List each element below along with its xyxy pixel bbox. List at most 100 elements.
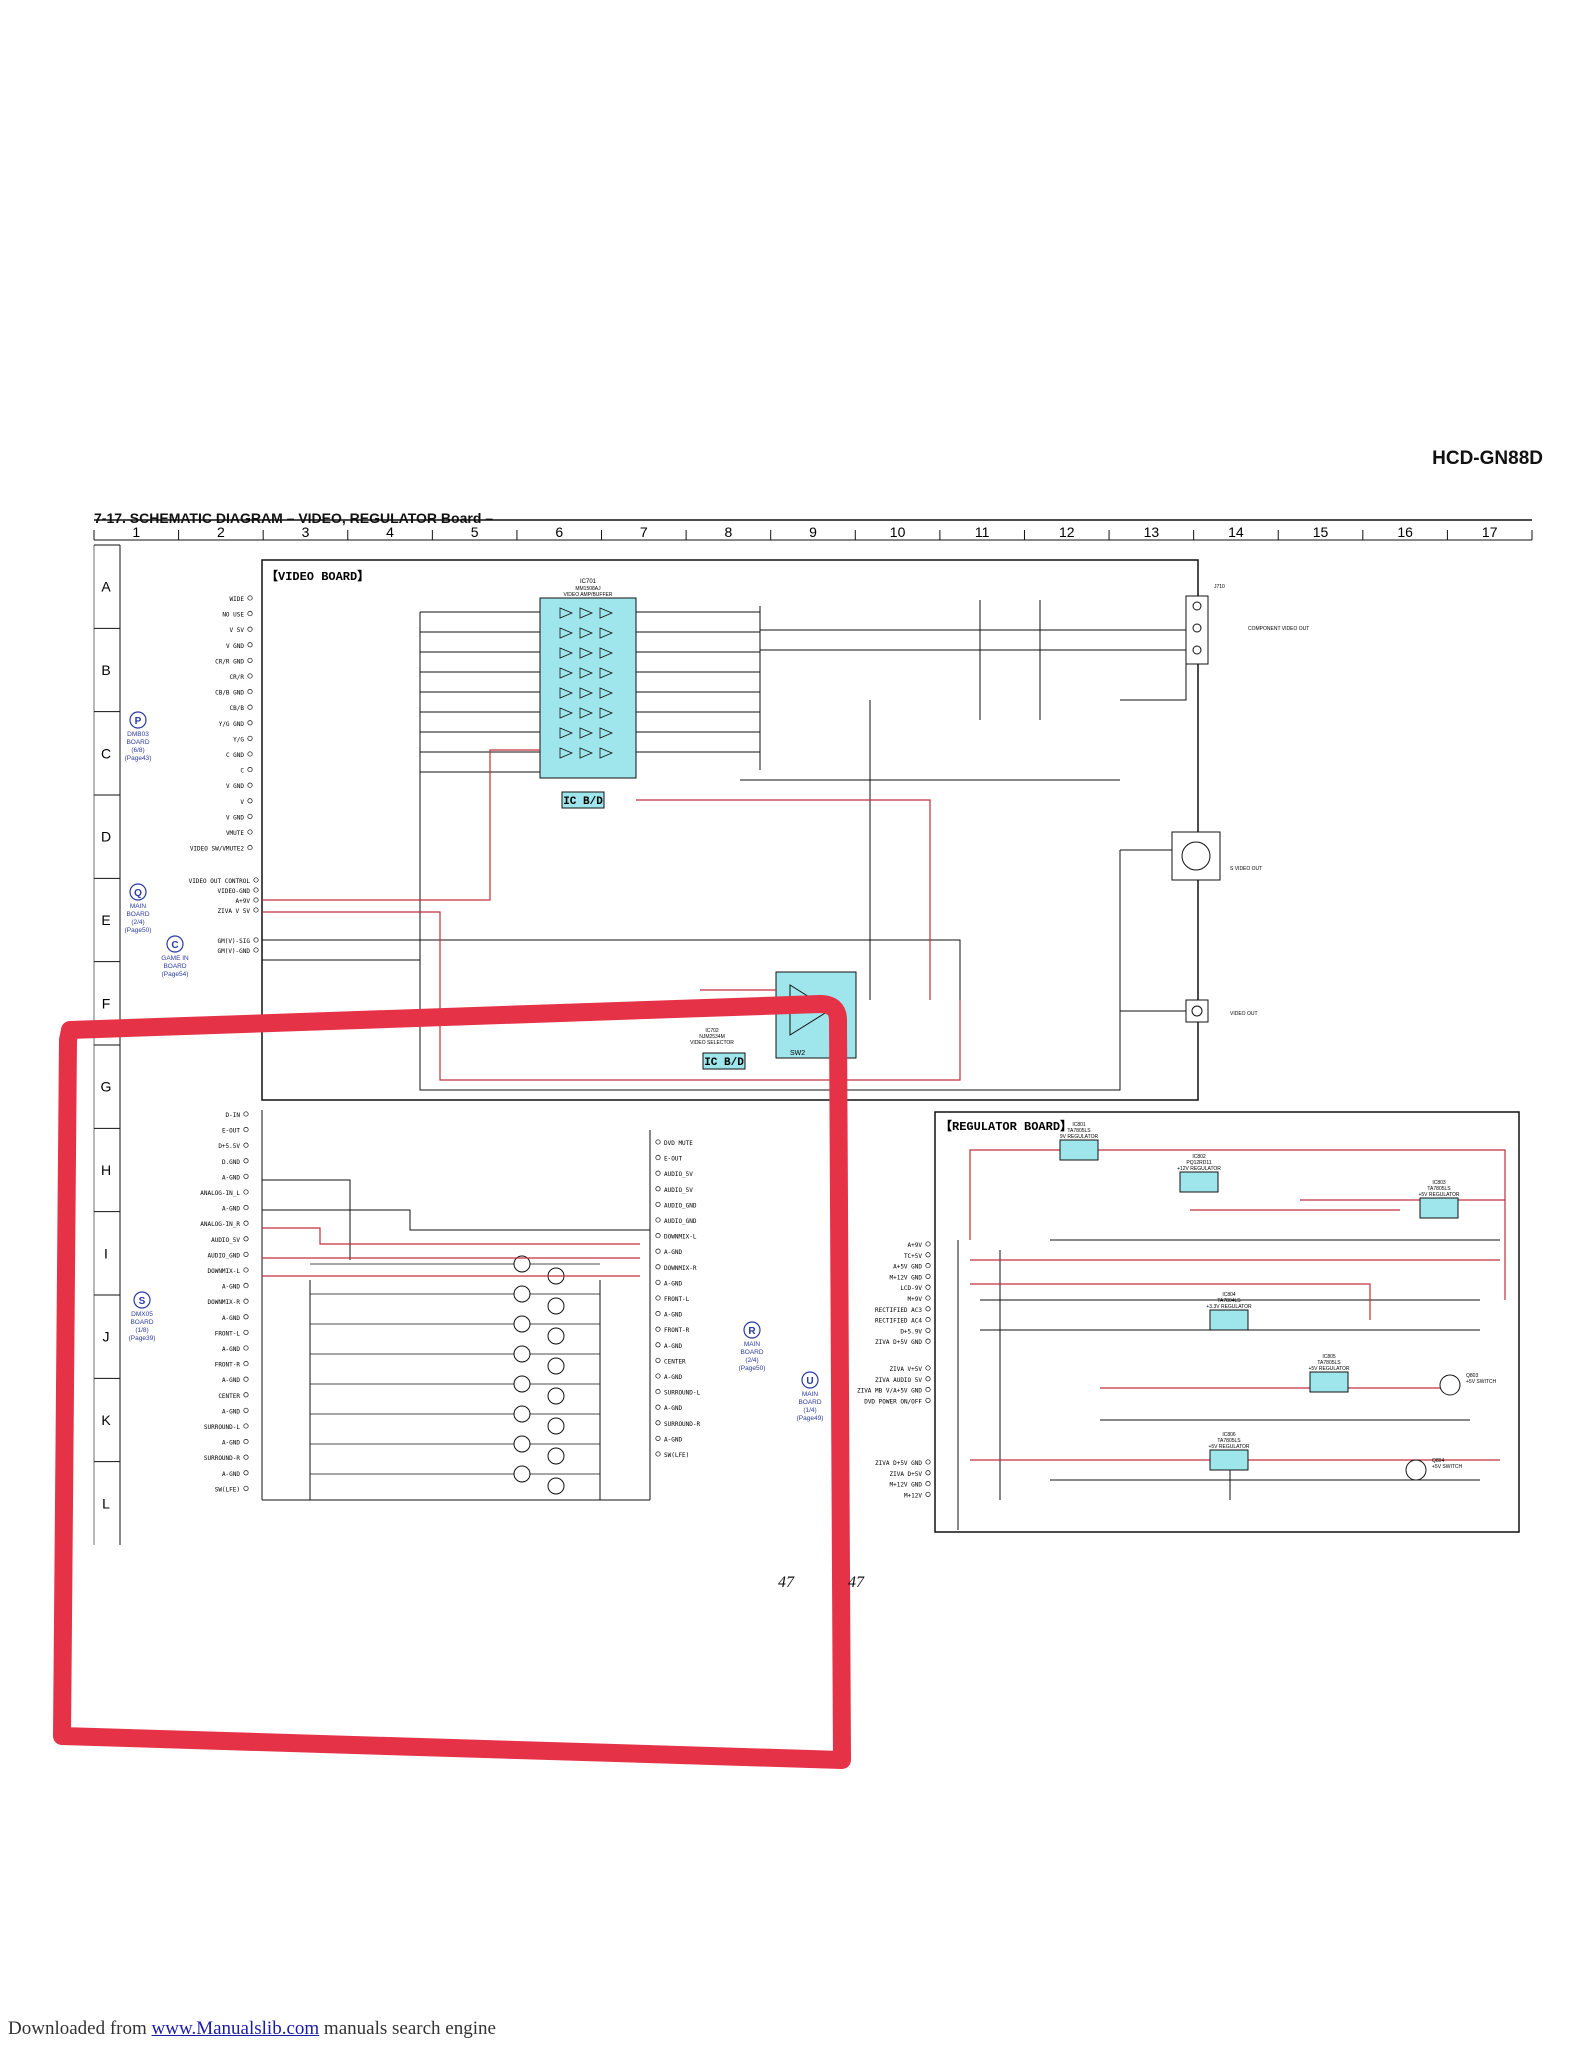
regulator-board-frame	[934, 1111, 1520, 1533]
pin-label: Y/G	[233, 736, 244, 743]
pin-label: A-GND	[664, 1249, 682, 1256]
pin-label: AUDIO_5V	[211, 1237, 240, 1244]
pin-terminal	[243, 1392, 249, 1398]
pin-label: A-GND	[222, 1408, 240, 1415]
connector-caption: (1/4)	[803, 1407, 816, 1414]
pin-terminal	[247, 735, 253, 741]
ic-ref-label: IC803	[1432, 1180, 1446, 1186]
pin-label: DVD POWER ON/OFF	[864, 1398, 922, 1405]
pin-label: SURROUND-R	[664, 1421, 701, 1428]
pin-terminal	[247, 845, 253, 851]
pin-label: A-GND	[222, 1284, 240, 1291]
connector-letter: R	[748, 1326, 756, 1337]
pin-terminal	[655, 1264, 661, 1270]
connector-caption: BOARD	[130, 1319, 153, 1326]
pin-terminal	[925, 1327, 931, 1333]
pin-label: A-GND	[664, 1280, 682, 1287]
pin-terminal	[247, 704, 253, 710]
pin-label: AUDIO_GND	[664, 1202, 697, 1209]
column-label: 10	[890, 524, 906, 540]
pin-label: A-GND	[222, 1315, 240, 1322]
pin-terminal	[247, 595, 253, 601]
svg-text:VIDEO AMP/BUFFER: VIDEO AMP/BUFFER	[564, 592, 613, 598]
pin-terminal	[243, 1470, 249, 1476]
pin-label: ZIVA D+5V	[889, 1471, 922, 1478]
regulator-ic	[1059, 1139, 1099, 1161]
svg-text:VIDEO SELECTOR: VIDEO SELECTOR	[690, 1040, 734, 1046]
pin-label: LCD-9V	[900, 1285, 922, 1292]
pin-label: D+5.9V	[900, 1328, 922, 1335]
pin-terminal	[247, 813, 253, 819]
video-board-wires	[262, 600, 1187, 1091]
column-label: 6	[555, 524, 563, 540]
amp-buffer-icon	[579, 707, 594, 719]
connector-caption: (2/4)	[745, 1357, 758, 1364]
transistor-icon	[547, 1357, 565, 1375]
pin-terminal	[655, 1451, 661, 1457]
pin-label: Y/G GND	[219, 721, 245, 728]
pin-terminal	[655, 1342, 661, 1348]
pin-terminal	[243, 1407, 249, 1413]
pin-terminal	[925, 1273, 931, 1279]
svg-text:NJM2534M: NJM2534M	[699, 1034, 725, 1040]
regulator-ic	[1209, 1449, 1249, 1471]
connector-caption: BOARD	[740, 1349, 763, 1356]
ic-name-label: TA7805LS	[1067, 1128, 1091, 1134]
pin-label: M+12V GND	[889, 1274, 922, 1281]
s-video-jack: S VIDEO OUT	[1171, 831, 1262, 881]
pin-terminal	[243, 1485, 249, 1491]
pin-label: V	[240, 799, 244, 806]
page-number-left: 47	[778, 1574, 794, 1591]
connector-caption: GAME IN	[161, 955, 189, 962]
row-label: K	[101, 1412, 111, 1428]
amp-buffer-icon	[599, 707, 614, 719]
svg-text:S VIDEO OUT: S VIDEO OUT	[1230, 866, 1262, 872]
pin-label: C	[240, 768, 244, 775]
pin-label: M+9V	[908, 1296, 923, 1303]
pin-label: A-GND	[222, 1471, 240, 1478]
pin-label: ZIVA MB V/A+5V GND	[857, 1388, 922, 1395]
amp-buffer-icon	[599, 727, 614, 739]
pin-label: A-GND	[664, 1343, 682, 1350]
row-label: H	[101, 1162, 111, 1178]
pin-terminal	[247, 673, 253, 679]
footer: Downloaded from www.Manualslib.com manua…	[8, 2018, 496, 2040]
video-board-title: 【VIDEO BOARD】	[266, 568, 369, 584]
pin-terminal	[925, 1481, 931, 1487]
pin-terminal	[247, 767, 253, 773]
svg-text:VIDEO OUT: VIDEO OUT	[1230, 1011, 1258, 1017]
pin-label: DVD MUTE	[664, 1140, 693, 1147]
row-label: F	[102, 995, 111, 1011]
pin-label: DOWNMIX-L	[664, 1234, 697, 1241]
pin-label: V GND	[226, 643, 244, 650]
footer-link[interactable]: www.Manualslib.com	[151, 2018, 320, 2039]
pin-terminal	[247, 782, 253, 788]
amp-buffer-icon	[579, 727, 594, 739]
connector-letter-icon	[801, 1371, 819, 1389]
transistor-icon	[513, 1285, 531, 1303]
pin-label: A+9V	[236, 898, 251, 905]
ic-ref-label: IC805	[1322, 1354, 1336, 1360]
transistor-icon	[513, 1465, 531, 1483]
ic-ref-label: IC804	[1222, 1292, 1236, 1298]
pin-label: VIDEO OUT CONTROL	[189, 878, 251, 885]
connector-caption: BOARD	[126, 911, 149, 918]
pin-label: ZIVA D+5V GND	[875, 1339, 922, 1346]
pin-label: VIDEO SW/VMUTE2	[190, 846, 245, 853]
pin-terminal	[243, 1283, 249, 1289]
pin-label: FRONT-R	[664, 1327, 690, 1334]
connector-caption: MAIN	[130, 903, 147, 910]
column-label: 8	[725, 524, 733, 540]
pin-label: M+12V	[904, 1492, 922, 1499]
connector-caption: (Page39)	[129, 1335, 156, 1342]
pin-terminal	[243, 1345, 249, 1351]
pin-label: C GND	[226, 752, 244, 759]
amp-buffer-icon	[559, 707, 574, 719]
pin-terminal	[925, 1387, 931, 1393]
connector-caption: (2/4)	[131, 919, 144, 926]
pin-terminal	[925, 1459, 931, 1465]
component-video-jack: J710 COMPONENT VIDEO OUT	[1185, 584, 1309, 665]
